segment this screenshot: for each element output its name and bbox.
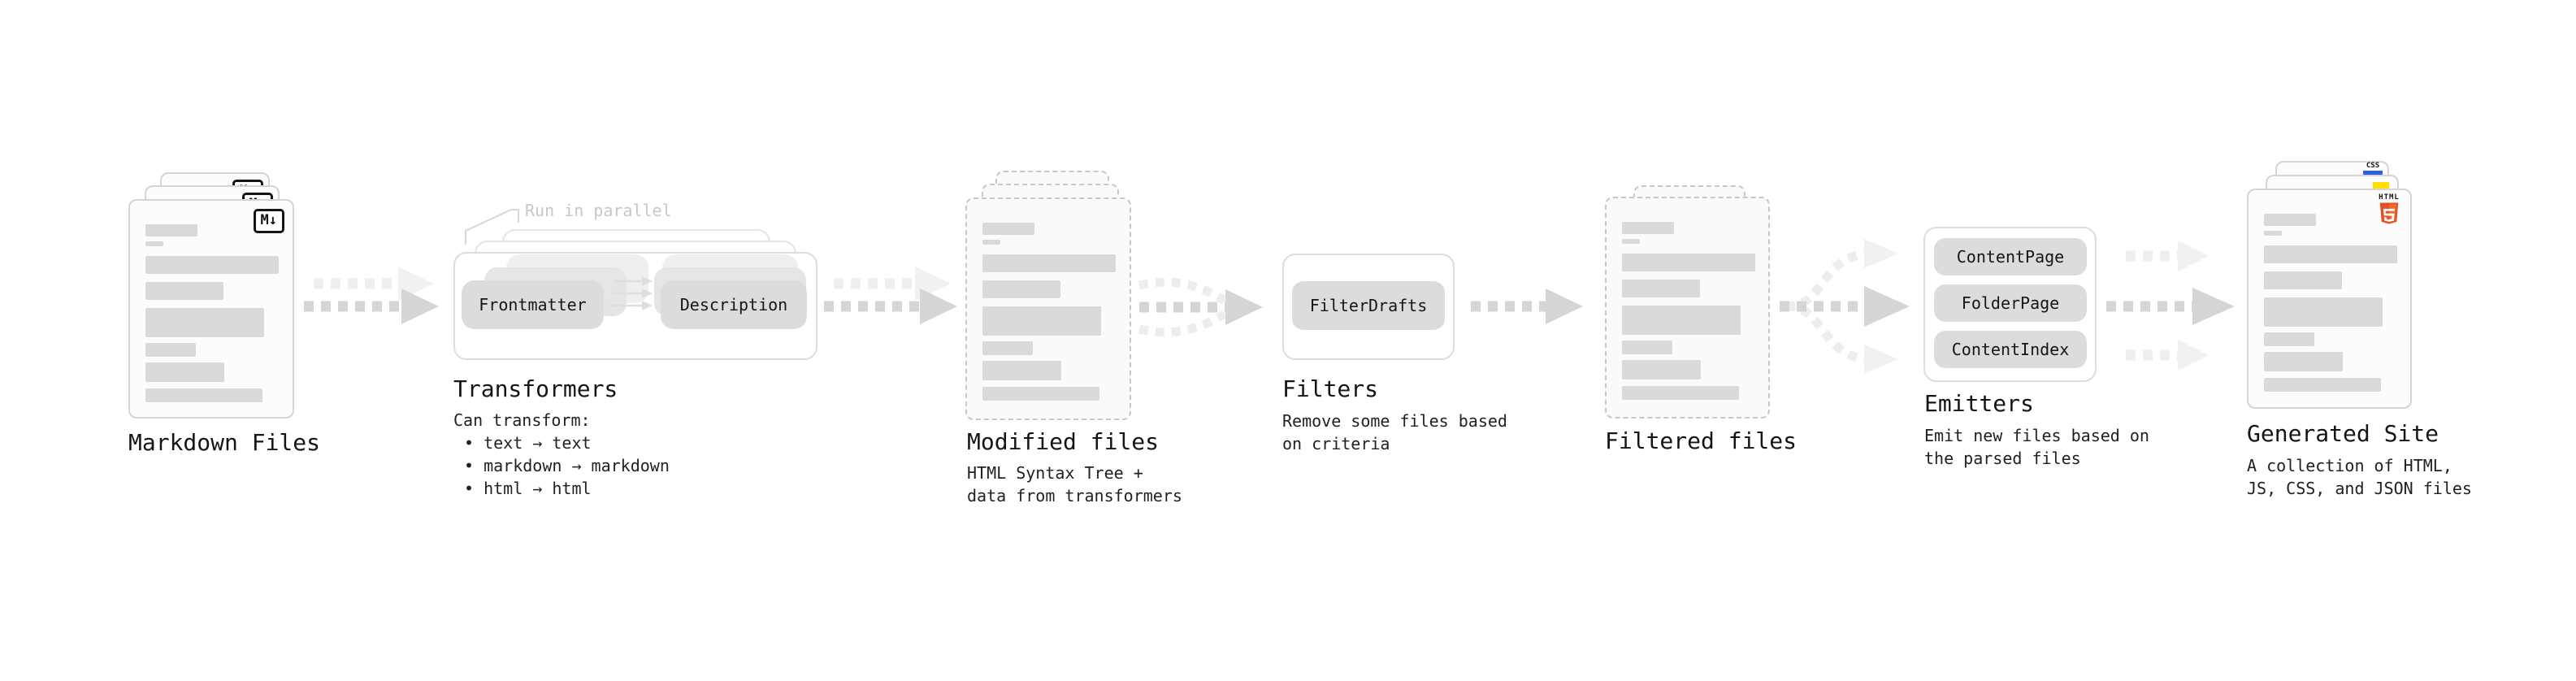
- placeholder-bar: [2264, 214, 2316, 226]
- placeholder-bar: [982, 254, 1116, 272]
- css-icon-bar: [2363, 171, 2383, 175]
- filtered-files-title: Filtered files: [1605, 427, 1798, 454]
- markdown-files-title: Markdown Files: [128, 429, 321, 456]
- emitters-caption-line: Emit new files based on: [1924, 426, 2149, 445]
- doc-content-placeholder: [2264, 214, 2397, 392]
- generated-site-caption: A collection of HTML, JS, CSS, and JSON …: [2247, 454, 2472, 500]
- transformers-caption-intro: Can transform:: [453, 410, 591, 430]
- modified-files-caption: HTML Syntax Tree + data from transformer…: [967, 462, 1182, 507]
- placeholder-bar: [145, 308, 264, 337]
- placeholder-bar: [145, 388, 262, 402]
- html5-icon-label: HTML: [2379, 193, 2400, 202]
- css-icon: CSS: [2362, 163, 2383, 175]
- description-box: Description: [661, 280, 807, 329]
- filters-caption: Remove some files based on criteria: [1282, 410, 1507, 455]
- placeholder-bar: [1622, 360, 1701, 380]
- placeholder-bar: [1622, 340, 1672, 354]
- placeholder-bar: [2264, 297, 2383, 327]
- placeholder-bar: [1622, 306, 1741, 335]
- html5-shield-icon: [2379, 202, 2399, 224]
- placeholder-bar: [982, 280, 1060, 298]
- modified-files-title: Modified files: [967, 428, 1160, 455]
- doc-content-placeholder: [982, 223, 1116, 401]
- placeholder-bar: [145, 282, 223, 300]
- transformers-bullet: • text → text: [464, 433, 592, 453]
- filters-caption-line: Remove some files based: [1282, 411, 1507, 431]
- filterdrafts-box: FilterDrafts: [1292, 281, 1445, 330]
- modified-file-front: [965, 197, 1131, 420]
- placeholder-bar: [2264, 231, 2282, 236]
- doc-content-placeholder: [1622, 222, 1755, 400]
- transformers-title: Transformers: [453, 375, 618, 402]
- frontmatter-box: Frontmatter: [462, 280, 604, 329]
- placeholder-bar: [982, 223, 1034, 235]
- run-in-parallel-annotation: Run in parallel: [525, 201, 672, 220]
- generated-site-caption-line: A collection of HTML,: [2247, 456, 2452, 475]
- arrow-modified-to-filters: [1138, 277, 1263, 337]
- filters-caption-line: on criteria: [1282, 434, 1390, 453]
- markdown-icon: M↓: [253, 209, 284, 233]
- placeholder-bar: [982, 387, 1099, 401]
- emitters-caption: Emit new files based on the parsed files: [1924, 424, 2149, 470]
- emitters-caption-line: the parsed files: [1924, 449, 2081, 468]
- placeholder-bar: [145, 362, 224, 382]
- placeholder-bar: [1622, 222, 1674, 234]
- placeholder-bar: [1622, 239, 1640, 244]
- arrow-filters-to-filtered: [1471, 288, 1583, 324]
- arrow-filtered-to-emitters: [1780, 239, 1910, 374]
- placeholder-bar: [2264, 332, 2314, 346]
- placeholder-bar: [1622, 386, 1739, 400]
- transformers-bullet: • html → html: [464, 479, 592, 498]
- html5-icon: HTML: [2375, 193, 2403, 228]
- placeholder-bar: [1622, 280, 1700, 297]
- transformers-bullet: • markdown → markdown: [464, 456, 670, 475]
- placeholder-bar: [982, 240, 1000, 245]
- css-icon-label: CSS: [2366, 162, 2380, 170]
- arrow-markdown-to-transformers: [304, 267, 439, 324]
- emitter-folderpage-box: FolderPage: [1934, 284, 2087, 322]
- placeholder-bar: [982, 341, 1033, 355]
- placeholder-bar: [2264, 352, 2343, 371]
- generated-site-caption-line: JS, CSS, and JSON files: [2247, 479, 2472, 498]
- placeholder-bar: [2264, 271, 2342, 289]
- markdown-file-front: M↓: [128, 199, 294, 419]
- placeholder-bar: [145, 343, 196, 357]
- filtered-file-front: [1605, 197, 1770, 419]
- placeholder-bar: [145, 224, 197, 236]
- modified-files-caption-line: HTML Syntax Tree +: [967, 463, 1143, 483]
- doc-content-placeholder: [145, 224, 279, 402]
- modified-files-caption-line: data from transformers: [967, 486, 1182, 505]
- placeholder-bar: [982, 306, 1101, 336]
- transformers-caption: Can transform: • text → text • markdown …: [453, 409, 670, 500]
- emitters-title: Emitters: [1924, 390, 2034, 417]
- arrow-transformers-to-modified: [824, 267, 957, 324]
- placeholder-bar: [2264, 245, 2397, 263]
- placeholder-bar: [1622, 254, 1755, 271]
- generated-file-html: HTML: [2247, 189, 2412, 409]
- placeholder-bar: [2264, 378, 2381, 392]
- filters-title: Filters: [1282, 375, 1379, 402]
- emitter-contentpage-box: ContentPage: [1934, 238, 2087, 275]
- placeholder-bar: [145, 241, 163, 246]
- emitter-contentindex-box: ContentIndex: [1934, 331, 2087, 368]
- arrow-emitters-to-generated: [2106, 241, 2235, 371]
- placeholder-bar: [982, 361, 1061, 380]
- placeholder-bar: [145, 256, 279, 274]
- generated-site-title: Generated Site: [2247, 420, 2439, 447]
